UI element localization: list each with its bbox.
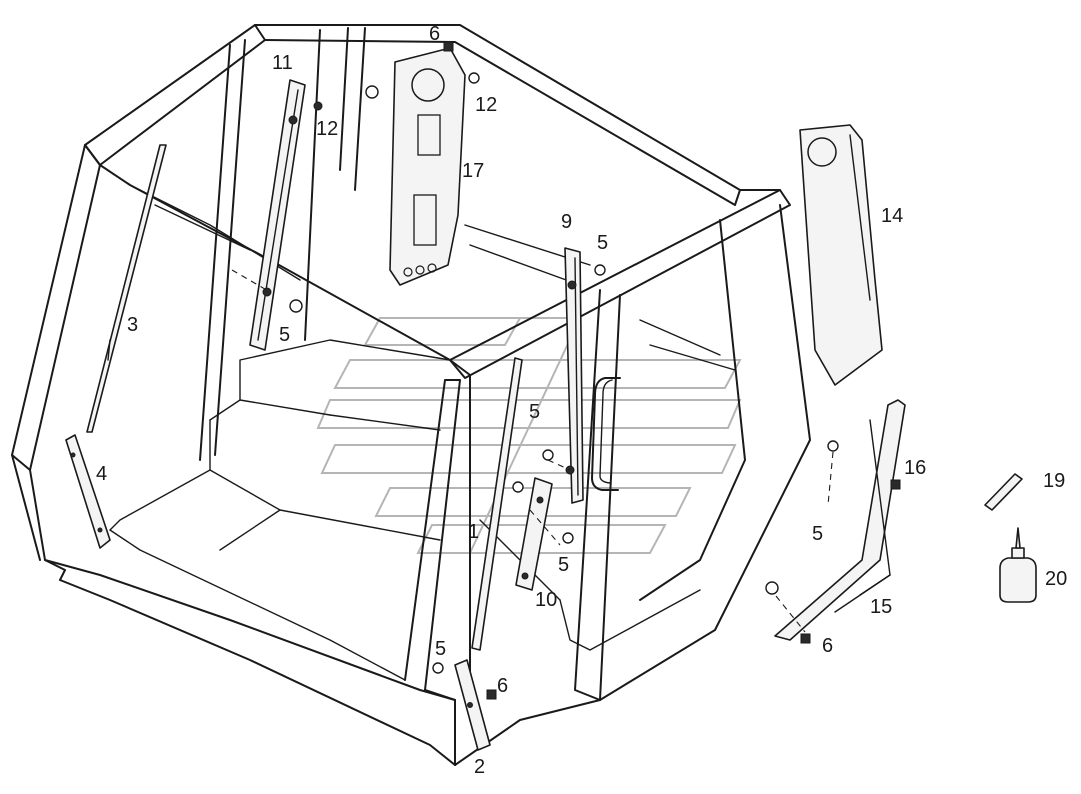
part-1-strip — [471, 357, 523, 651]
part-17-rear-panel — [389, 47, 466, 286]
callout-5: 5 — [529, 401, 540, 423]
callout-6: 6 — [822, 635, 833, 657]
part-10-bracket — [515, 477, 553, 591]
callout-14: 14 — [881, 205, 903, 227]
callout-labels: 1 2 3 4 5 5 5 5 5 5 6 6 6 9 10 11 12 12 … — [96, 23, 1067, 778]
callout-6: 6 — [497, 675, 508, 697]
callout-9: 9 — [561, 211, 572, 233]
part-11-pillar-trim — [249, 79, 306, 351]
cab-frame — [11, 24, 811, 766]
part-9-door-trim — [564, 247, 584, 504]
part-4-bracket — [65, 434, 111, 549]
callout-5: 5 — [279, 324, 290, 346]
callout-5: 5 — [558, 554, 569, 576]
callout-16: 16 — [904, 457, 926, 479]
callout-1: 1 — [468, 521, 479, 543]
callout-4: 4 — [96, 463, 107, 485]
callout-10: 10 — [535, 589, 557, 611]
part-3-strip — [86, 144, 167, 433]
callout-12: 12 — [475, 94, 497, 116]
leader-lines — [231, 269, 834, 633]
part-14-side-panel — [799, 124, 883, 386]
callout-6: 6 — [429, 23, 440, 45]
callout-3: 3 — [127, 314, 138, 336]
callout-17: 17 — [462, 160, 484, 182]
callout-15: 15 — [870, 596, 892, 618]
callout-5: 5 — [597, 232, 608, 254]
callout-12: 12 — [316, 118, 338, 140]
part-20-bottle — [999, 527, 1037, 603]
callout-11: 11 — [272, 52, 293, 74]
part-2-bracket — [454, 659, 491, 751]
callout-5: 5 — [812, 523, 823, 545]
part-19-strip — [984, 473, 1023, 511]
callout-19: 19 — [1043, 470, 1065, 492]
part-15-seal — [774, 399, 906, 641]
callout-20: 20 — [1045, 568, 1067, 590]
callout-2: 2 — [474, 756, 485, 778]
fasteners — [289, 41, 901, 700]
callout-5: 5 — [435, 638, 446, 660]
